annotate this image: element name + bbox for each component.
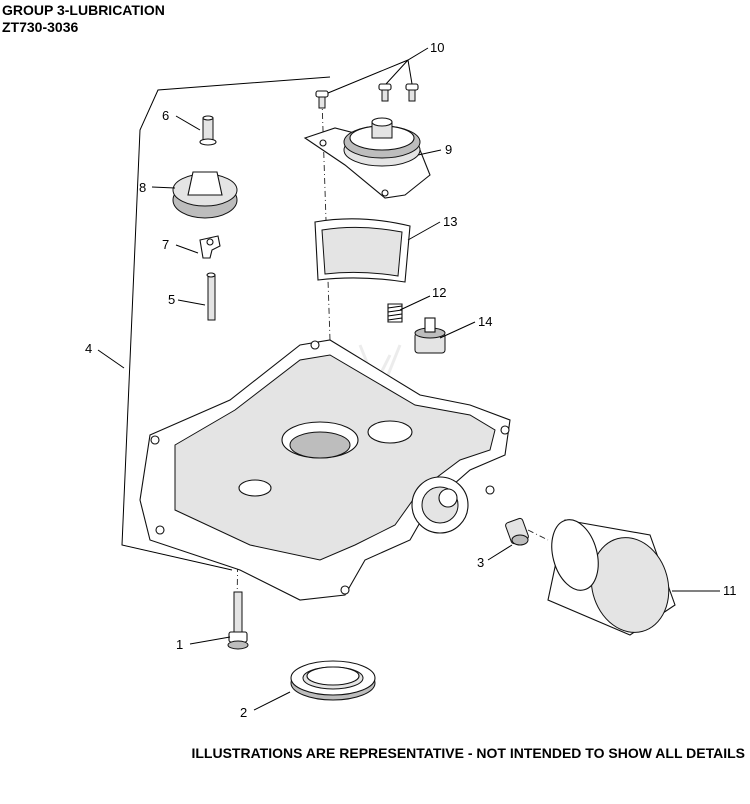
callout-10: 10 bbox=[430, 40, 444, 55]
callout-2: 2 bbox=[240, 705, 247, 720]
shaft-part bbox=[206, 272, 216, 321]
seal-part bbox=[290, 660, 376, 701]
bolt-part bbox=[227, 591, 249, 650]
callout-3: 3 bbox=[477, 555, 484, 570]
oil-sensor-part bbox=[414, 317, 446, 354]
disclaimer-note: ILLUSTRATIONS ARE REPRESENTATIVE - NOT I… bbox=[191, 745, 745, 761]
gear-part bbox=[172, 171, 238, 219]
washer-part bbox=[199, 235, 221, 259]
callout-11: 11 bbox=[723, 583, 737, 598]
spring-part bbox=[387, 303, 403, 323]
oil-filter-part bbox=[547, 519, 676, 636]
callout-12: 12 bbox=[432, 285, 446, 300]
callout-5: 5 bbox=[168, 292, 175, 307]
oil-screen-part bbox=[314, 218, 411, 283]
callout-9: 9 bbox=[445, 142, 452, 157]
callout-4: 4 bbox=[85, 341, 92, 356]
crankcase-cover-part bbox=[139, 339, 511, 601]
filter-axis-line bbox=[527, 529, 549, 541]
callout-7: 7 bbox=[162, 237, 169, 252]
callout-6: 6 bbox=[162, 108, 169, 123]
pin-part bbox=[199, 115, 217, 146]
callout-8: 8 bbox=[139, 180, 146, 195]
fitting-part bbox=[505, 517, 529, 546]
callout-1: 1 bbox=[176, 637, 183, 652]
group-bracket-line bbox=[121, 76, 331, 571]
leader-lines bbox=[97, 47, 720, 711]
diagram-title: GROUP 3-LUBRICATION bbox=[2, 2, 165, 18]
model-number: ZT730-3036 bbox=[2, 19, 79, 35]
callout-13: 13 bbox=[443, 214, 457, 229]
callout-14: 14 bbox=[478, 314, 492, 329]
screws-part bbox=[315, 83, 419, 109]
oil-pump-part bbox=[303, 117, 431, 199]
